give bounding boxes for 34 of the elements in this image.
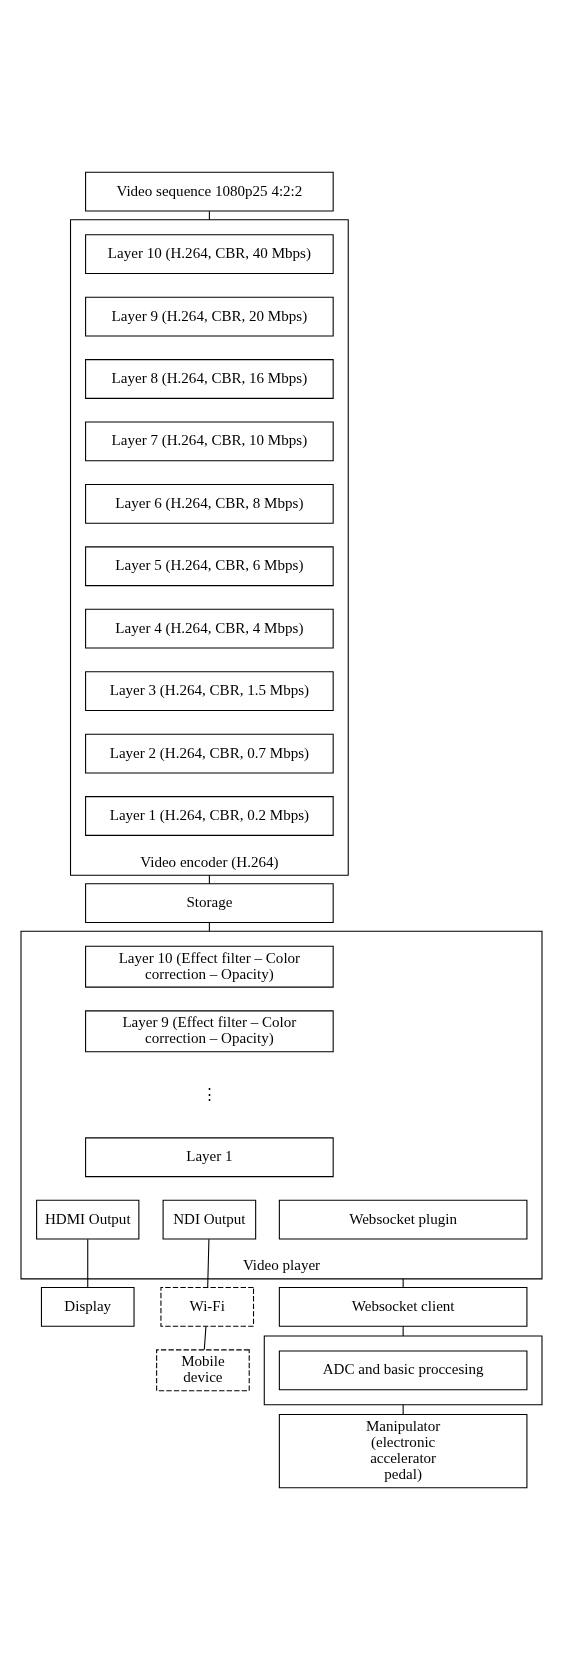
connector <box>402 1404 404 1415</box>
node-box: Wi-Fi <box>160 1286 255 1327</box>
node-box: Video sequence 1080p25 4:2:2 <box>85 171 334 212</box>
node-box: Layer 5 (H.264, CBR, 6 Mbps) <box>85 546 334 587</box>
node-box: HDMI Output <box>36 1199 140 1240</box>
connector <box>87 1238 89 1288</box>
node-box: Layer 7 (H.264, CBR, 10 Mbps) <box>85 421 334 462</box>
node-box: Mobile device <box>156 1349 250 1392</box>
label: ⋮ <box>201 1085 217 1102</box>
connector <box>208 874 210 885</box>
node-box: Layer 2 (H.264, CBR, 0.7 Mbps) <box>85 733 334 774</box>
connector <box>402 1278 404 1288</box>
node-box: Layer 3 (H.264, CBR, 1.5 Mbps) <box>85 671 334 712</box>
node-box: Layer 10 (Effect filter – Color correction – Opacity) <box>85 945 334 988</box>
node-box: Websocket client <box>278 1286 528 1327</box>
cluster <box>263 1335 543 1406</box>
node-box: ADC and basic proccesing <box>278 1350 528 1391</box>
node-box: Layer 9 (H.264, CBR, 20 Mbps) <box>85 296 334 337</box>
connector <box>203 1325 207 1351</box>
node-box: Layer 1 (H.264, CBR, 0.2 Mbps) <box>85 796 334 836</box>
node-box: Layer 4 (H.264, CBR, 4 Mbps) <box>85 608 334 649</box>
connector <box>207 1238 210 1288</box>
node-box: Layer 8 (H.264, CBR, 16 Mbps) <box>85 359 334 399</box>
node-box: Layer 6 (H.264, CBR, 8 Mbps) <box>85 483 334 524</box>
node-box: Layer 10 (H.264, CBR, 40 Mbps) <box>85 234 334 275</box>
node-box: Websocket plugin <box>278 1199 528 1240</box>
connector <box>402 1325 404 1337</box>
node-box: Layer 1 <box>85 1137 334 1178</box>
node-box: Layer 9 (Effect filter – Color correction – Opacity) <box>85 1010 334 1053</box>
node-box: Display <box>40 1286 135 1327</box>
node-box: Manipulator (electronic accelerator pedal) <box>278 1413 528 1489</box>
node-box: Storage <box>85 883 334 924</box>
node-box: NDI Output <box>162 1199 257 1240</box>
connector <box>208 210 210 221</box>
